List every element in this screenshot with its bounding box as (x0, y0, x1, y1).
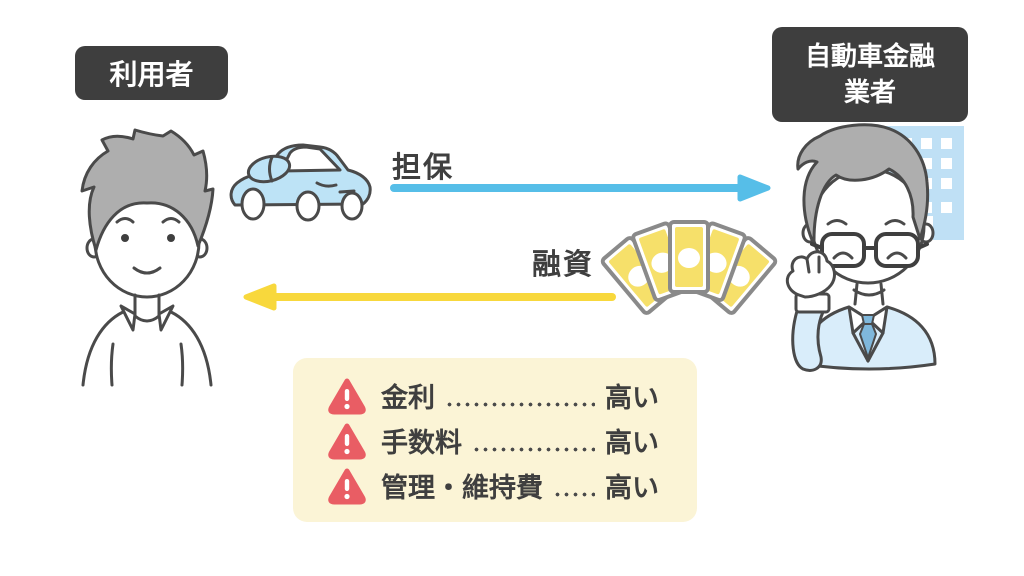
warning-row: 管理・維持費 高い (327, 464, 659, 506)
agent-illustration (785, 123, 964, 372)
warning-triangle-icon (328, 468, 366, 504)
warning-item-label: 管理・維持費 (381, 472, 543, 503)
money-bills-icon (600, 220, 778, 315)
car-icon (229, 143, 372, 222)
warning-triangle-icon (328, 423, 366, 459)
user-label: 利用者 (75, 46, 228, 100)
collateral-arrow (390, 174, 771, 202)
loan-arrow-label: 融資 (532, 249, 595, 281)
hair (796, 123, 930, 242)
warning-item-value: 高い (605, 472, 659, 503)
hand (785, 250, 836, 299)
warning-item-label: 金利 (381, 382, 435, 413)
warning-item-value: 高い (605, 427, 659, 458)
collateral-arrow-label: 担保 (392, 152, 455, 184)
user-illustration (80, 128, 215, 387)
company-label-line2: 業者 (843, 76, 896, 107)
user-label-text: 利用者 (109, 59, 194, 90)
loan-arrow (243, 283, 616, 311)
warning-item-label: 手数料 (381, 427, 462, 458)
warning-triangle-icon (328, 378, 366, 414)
warning-row: 手数料 高い (327, 419, 659, 461)
company-label: 自動車金融 業者 (772, 27, 968, 122)
dotted-leader (472, 447, 595, 452)
company-label-line1: 自動車金融 (804, 41, 935, 72)
hair (80, 128, 215, 252)
dotted-leader (445, 402, 595, 407)
dotted-leader (553, 492, 595, 497)
warning-row: 金利 高い (327, 374, 659, 416)
warning-box: 金利 高い 手数料 高い 管理・維持費 高い (293, 358, 697, 522)
warning-item-value: 高い (605, 382, 659, 413)
